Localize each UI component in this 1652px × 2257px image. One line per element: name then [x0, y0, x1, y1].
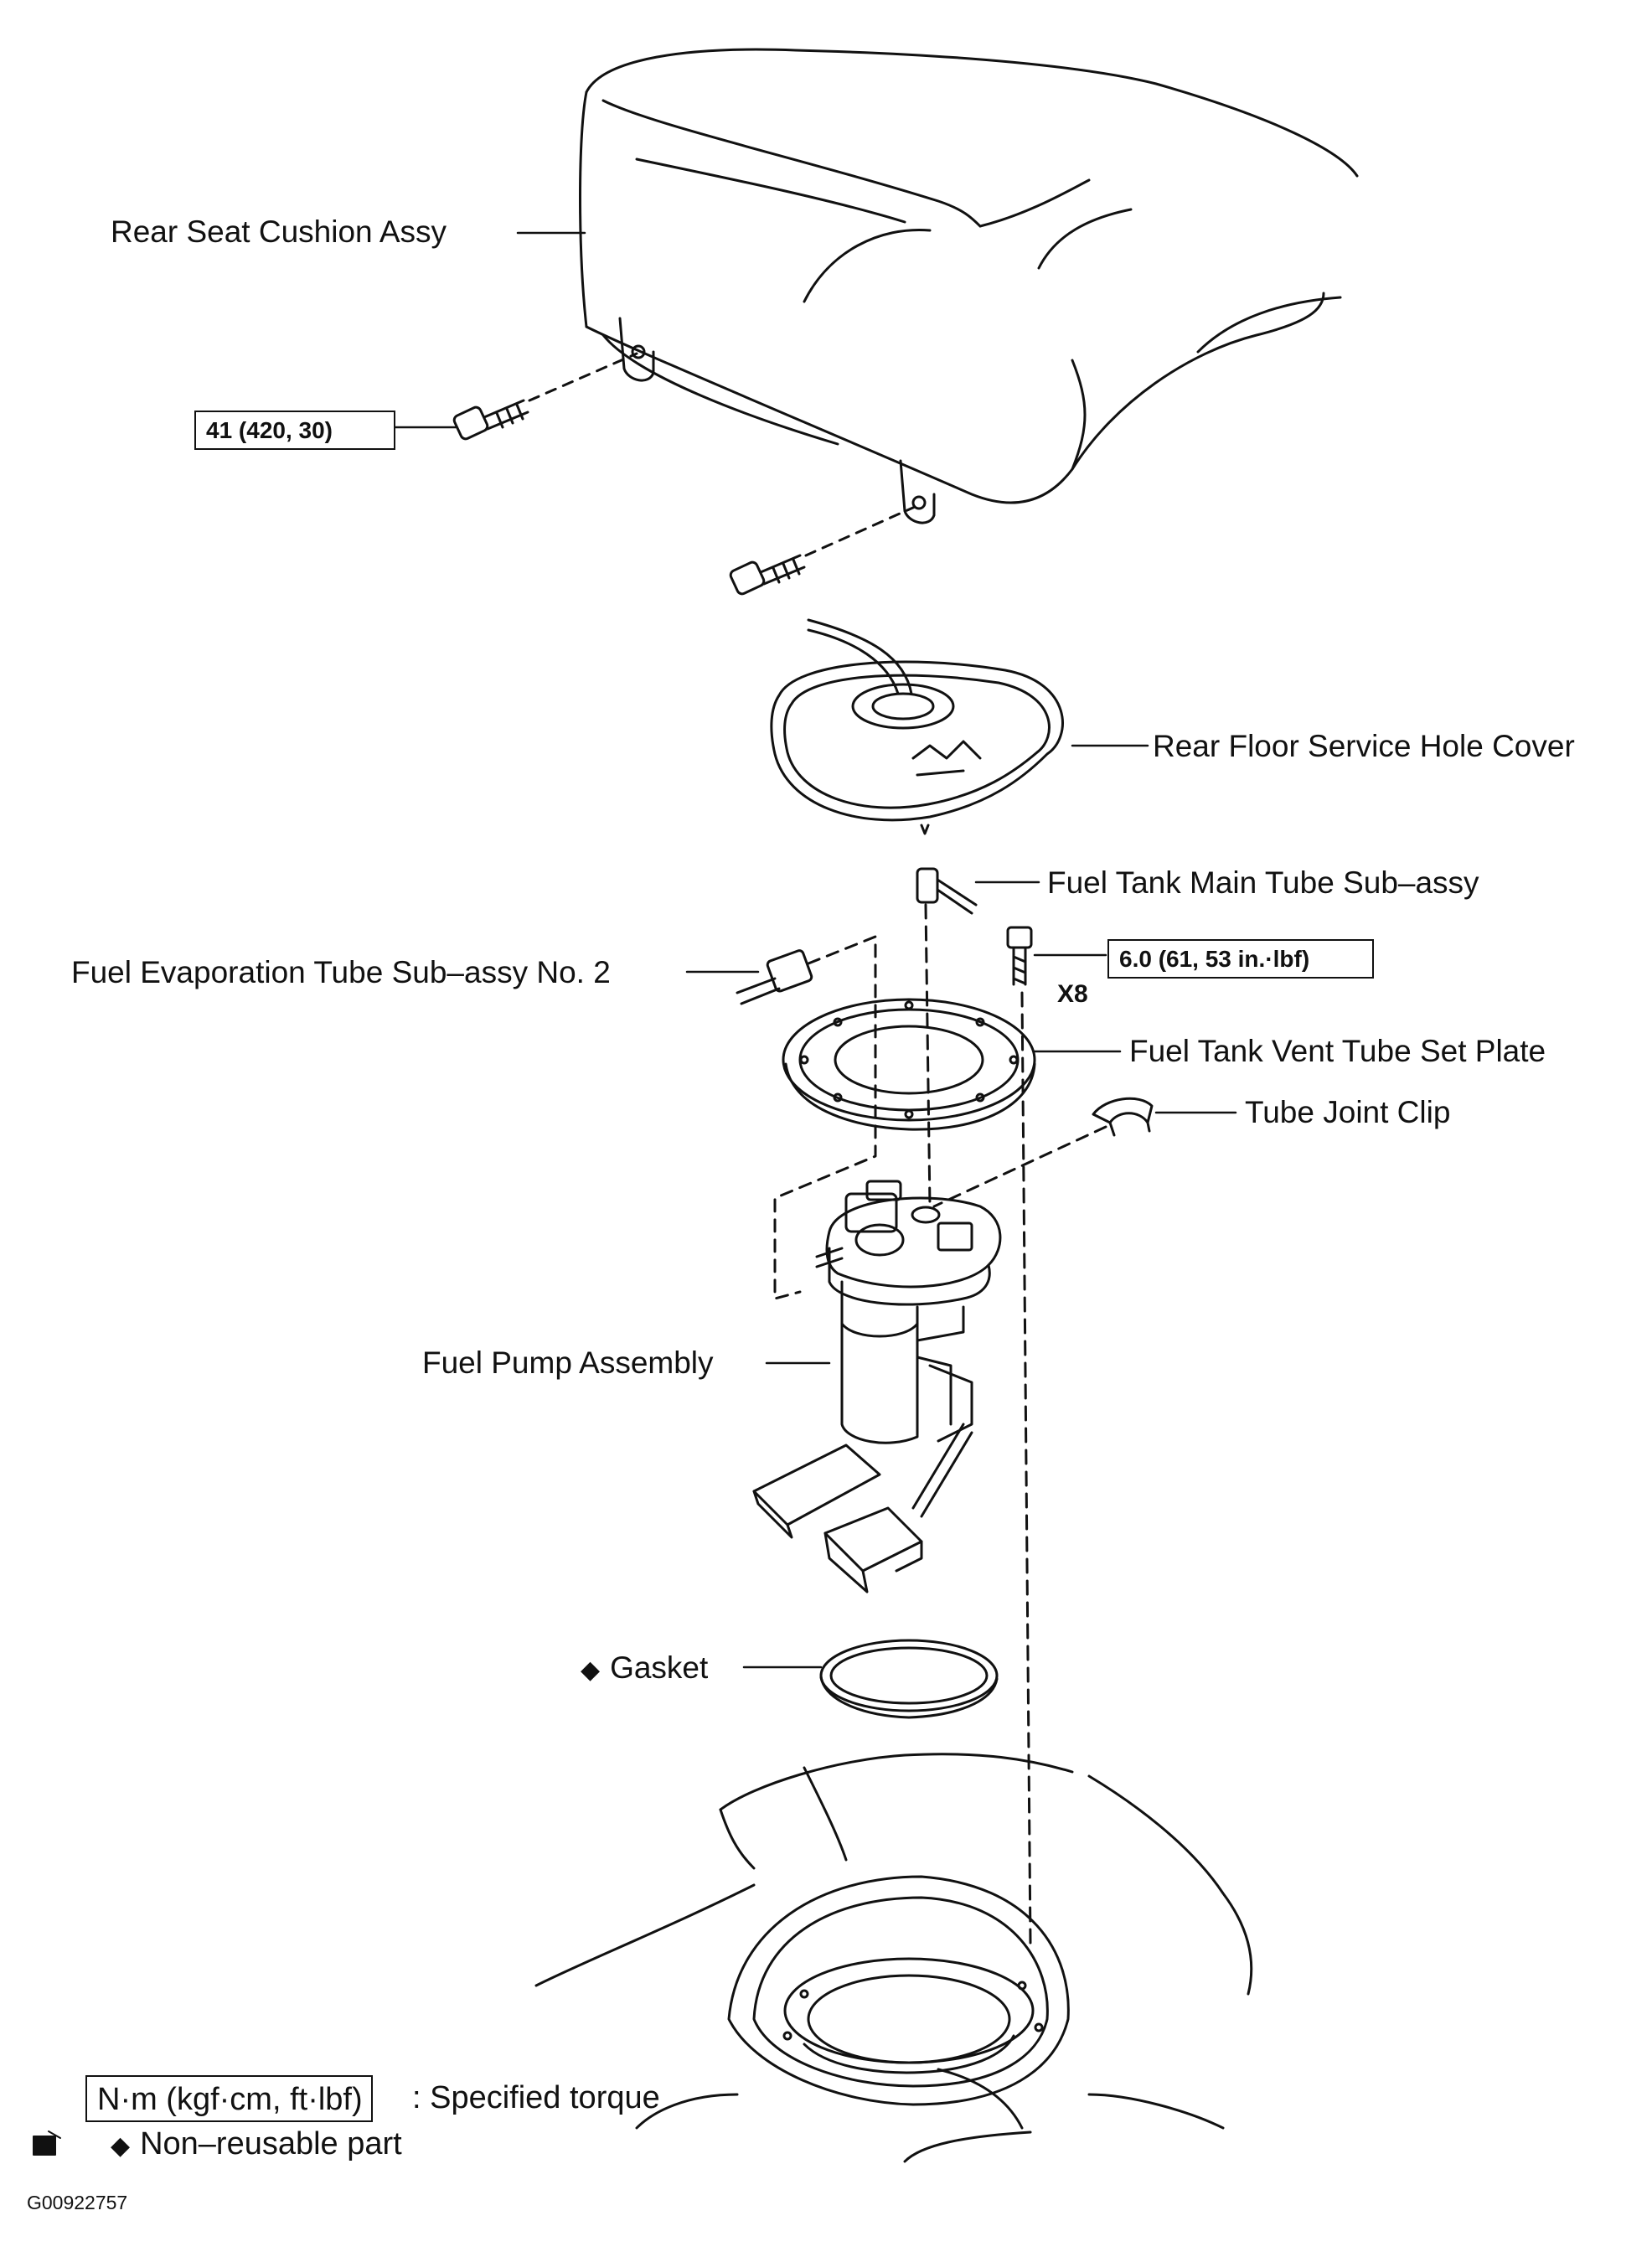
- main-tube-drawing: [916, 867, 978, 1208]
- label-pump-assembly: Fuel Pump Assembly: [422, 1345, 714, 1380]
- gasket-drawing: [819, 1639, 999, 1719]
- label-evap-tube: Fuel Evaporation Tube Sub–assy No. 2: [71, 955, 611, 989]
- evap-tube-drawing: [736, 935, 877, 1300]
- label-vent-plate: Fuel Tank Vent Tube Set Plate: [1129, 1034, 1546, 1068]
- seat-bolt-upper-drawing: [452, 352, 638, 441]
- label-main-tube: Fuel Tank Main Tube Sub–assy: [1047, 865, 1479, 900]
- label-rear-floor-cover: Rear Floor Service Hole Cover: [1153, 729, 1575, 763]
- label-rear-seat-cushion: Rear Seat Cushion Assy: [111, 214, 447, 249]
- legend-diamond-icon: ◆: [111, 2132, 131, 2160]
- torque-plate-bolt-qty: X8: [1057, 980, 1088, 1008]
- non-reusable-marker: ◆: [581, 1656, 601, 1684]
- label-gasket-text: Gasket: [610, 1650, 709, 1685]
- figure-code: G00922757: [27, 2192, 128, 2213]
- leader-lines: [392, 231, 1237, 1669]
- rear-floor-cover-drawing: [770, 618, 1064, 835]
- vent-plate-drawing: [782, 998, 1036, 1131]
- label-tube-clip: Tube Joint Clip: [1245, 1095, 1451, 1129]
- tube-clip-drawing: [932, 1097, 1154, 1208]
- fuel-tank-opening-drawing: [534, 1753, 1253, 2163]
- torque-seat-bolt: 41 (420, 30): [194, 411, 395, 450]
- label-gasket: ◆ Gasket: [581, 1652, 708, 1683]
- fuel-pump-drawing: [752, 1180, 1002, 1593]
- torque-plate-bolt: 6.0 (61, 53 in.·lbf): [1107, 939, 1374, 979]
- legend-book-icon: [33, 2130, 61, 2156]
- legend-unit-text: : Specified torque: [412, 2080, 660, 2115]
- rear-seat-cushion-drawing: [579, 48, 1359, 524]
- legend-non-reusable: ◆ Non–reusable part: [111, 2128, 402, 2160]
- legend-non-reusable-text: Non–reusable part: [140, 2126, 402, 2161]
- legend-unit-box: N·m (kgf·cm, ft·lbf): [85, 2075, 373, 2122]
- plate-bolt-drawing: [1006, 926, 1033, 1945]
- seat-bolt-lower-drawing: [729, 505, 916, 596]
